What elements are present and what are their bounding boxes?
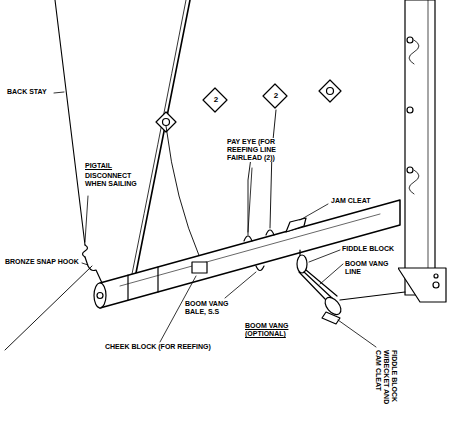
bracket-bolt — [434, 274, 438, 278]
part-label: BOOM VANG (OPTIONAL) — [244, 322, 306, 338]
reef-patch — [203, 88, 227, 112]
luff-lashing — [409, 40, 419, 64]
boom-band — [127, 275, 128, 300]
callout-number: 2 — [209, 95, 223, 104]
part-label: BRONZE SNAP HOOK — [4, 258, 80, 266]
boom-end-pin — [97, 293, 103, 299]
callout-number: 2 — [269, 91, 283, 100]
reef-patch — [263, 84, 287, 108]
boom-band — [157, 267, 158, 292]
mast — [405, 0, 435, 295]
luff-lashing — [409, 170, 419, 194]
topping-lift — [5, 266, 92, 350]
mast-track — [428, 0, 429, 295]
reef-grommet — [327, 88, 334, 95]
reef-line — [270, 110, 276, 228]
sail-leech — [135, 0, 190, 278]
part-label: DISCONNECT WHEN SAILING — [84, 172, 148, 188]
leader-lines — [54, 92, 376, 347]
cheek-block — [192, 262, 207, 273]
back-stay — [55, 0, 85, 245]
pigtail — [83, 245, 88, 257]
part-label: BACK STAY — [6, 88, 48, 96]
boom-end-cap — [94, 283, 106, 308]
bracket-bolt — [433, 282, 439, 288]
vang-tail — [340, 292, 405, 300]
cam-cleat — [322, 312, 340, 324]
part-label: FIDDLE BLOCK — [341, 245, 395, 253]
boom-vang-line — [304, 272, 332, 298]
boom — [100, 200, 400, 308]
luff-slide — [407, 167, 413, 173]
reef-patch — [319, 80, 341, 102]
luff-slide — [407, 107, 413, 113]
pay-eye — [266, 230, 274, 235]
sail-leech-tabling — [131, 0, 186, 279]
part-label: BOOM VANG BALE, S.S — [184, 300, 236, 316]
luff-slide — [407, 37, 413, 43]
jam-cleat — [286, 218, 306, 232]
part-label: FIDDLE BLOCK W/BECKET AND CAM CLEAT — [374, 349, 398, 417]
part-label: CHEEK BLOCK (FOR REEFING) — [104, 343, 212, 351]
part-label: PIGTAIL — [84, 162, 113, 170]
part-label: PAY EYE (FOR REEFING LINE FAIRLEAD (2)) — [226, 138, 306, 162]
part-label: JAM CLEAT — [330, 197, 372, 205]
boom-vang-bale — [256, 266, 264, 271]
pay-eye — [244, 236, 252, 241]
reef-line — [248, 150, 252, 235]
reef-grommet — [163, 119, 170, 126]
part-label: BOOM VANG LINE — [344, 260, 398, 276]
gooseneck-bracket — [398, 268, 446, 302]
reef-line — [166, 126, 200, 258]
